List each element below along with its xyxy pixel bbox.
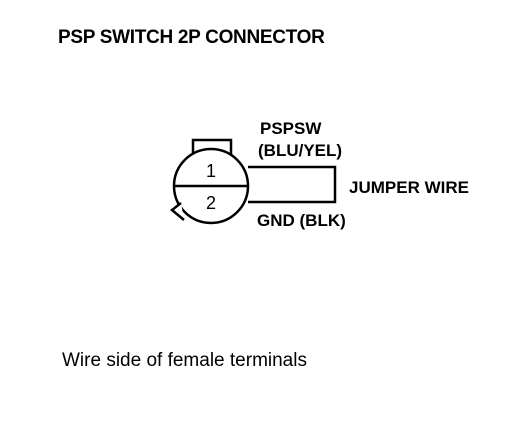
jumper-wire [248,165,337,204]
diagram-title: PSP SWITCH 2P CONNECTOR [58,27,325,48]
ground-label: GND (BLK) [257,211,346,230]
pin-2-label: 2 [206,193,216,213]
footer-note: Wire side of female terminals [62,350,307,371]
connector-key-notch [170,202,185,221]
signal-name-label: PSPSW [260,119,322,138]
pin-1-label: 1 [206,161,216,181]
signal-color-label: (BLU/YEL) [258,141,342,160]
jumper-wire-label: JUMPER WIRE [349,178,469,197]
